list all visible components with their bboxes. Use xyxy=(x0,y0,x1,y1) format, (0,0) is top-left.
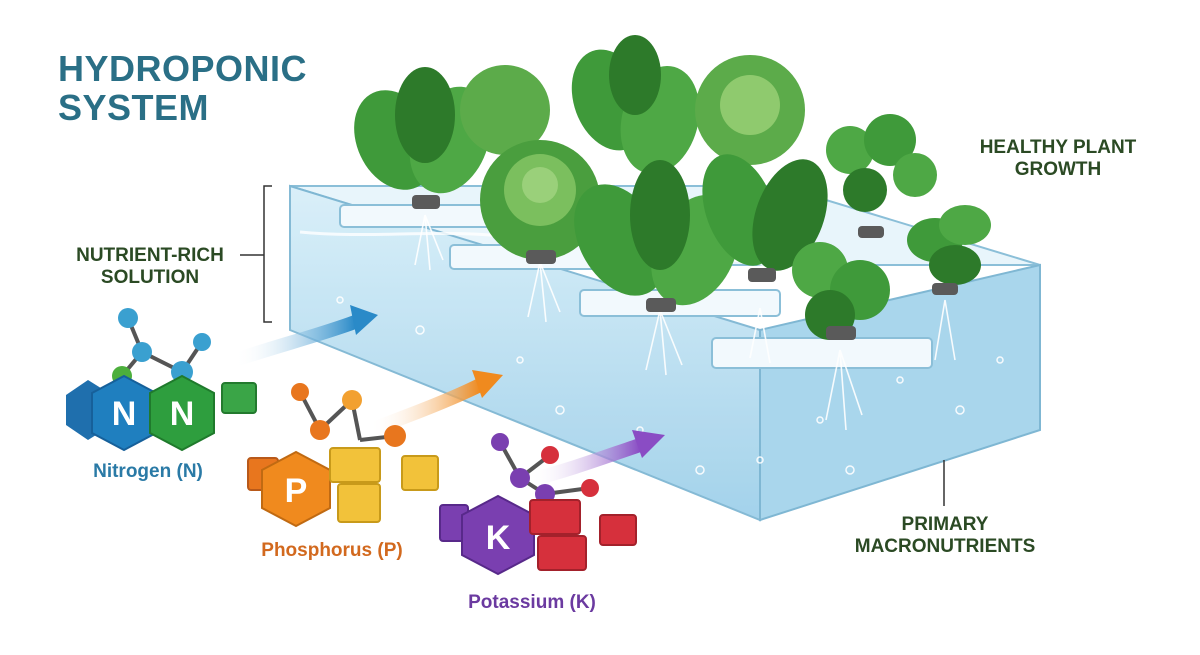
nitrogen-hex-2 xyxy=(149,374,215,452)
plant-herb-parsley xyxy=(826,114,937,238)
nutrient-line-1: NUTRIENT-RICH xyxy=(76,245,224,266)
title-line-2: SYSTEM xyxy=(58,86,210,128)
potassium-block-2 xyxy=(537,535,587,571)
title-line-1: HYDROPONIC xyxy=(58,48,308,89)
channel-4 xyxy=(711,337,933,369)
nitrogen-symbol-2: N xyxy=(170,395,195,433)
plant-roots xyxy=(414,214,956,431)
nutrient-solution-label: NUTRIENT-RICH SOLUTION xyxy=(60,245,240,289)
nutrient-bracket xyxy=(240,185,272,323)
healthy-line-2: GROWTH xyxy=(1014,158,1102,180)
healthy-growth-label: HEALTHY PLANT GROWTH xyxy=(968,137,1148,181)
potassium-arrow xyxy=(523,438,647,487)
diagram-title: HYDROPONIC SYSTEM xyxy=(58,48,308,128)
bubbles xyxy=(336,296,1004,475)
potassium-molecule: K xyxy=(439,433,637,576)
plant-herb-3 xyxy=(792,242,890,340)
potassium-symbol: K xyxy=(486,519,511,557)
nitrogen-molecule: N N xyxy=(66,308,257,452)
nutrient-line-2: SOLUTION xyxy=(100,266,200,288)
macronutrients-label: PRIMARY MACRONUTRIENTS xyxy=(830,514,1060,558)
plant-spinach-2 xyxy=(571,35,700,175)
nitrogen-symbol-1: N xyxy=(112,395,137,433)
macro-line-1: PRIMARY xyxy=(901,514,989,535)
phosphorus-block-3 xyxy=(401,455,439,491)
nitrogen-label: Nitrogen (N) xyxy=(93,461,203,482)
phosphorus-block-2 xyxy=(337,483,381,523)
phosphorus-block-1 xyxy=(329,447,381,483)
plant-lettuce-1 xyxy=(460,65,600,264)
phosphorus-label: Phosphorus (P) xyxy=(261,540,403,561)
potassium-label: Potassium (K) xyxy=(468,592,596,613)
plant-lettuce-2 xyxy=(695,55,805,165)
tank-side-face xyxy=(759,263,1041,522)
phosphorus-arrow xyxy=(363,378,487,437)
potassium-block-3 xyxy=(599,514,637,546)
potassium-block-1 xyxy=(529,499,581,535)
phosphorus-molecule: P xyxy=(247,383,439,528)
phosphorus-symbol: P xyxy=(285,472,308,510)
plant-spinach-4 xyxy=(702,154,828,282)
nutrient-arrows xyxy=(228,305,665,487)
healthy-line-1: HEALTHY PLANT xyxy=(979,137,1137,158)
plants xyxy=(354,35,991,340)
phosphorus-hex xyxy=(261,450,331,528)
nitrogen-block xyxy=(221,382,257,414)
plant-herb-basil xyxy=(907,205,991,295)
macro-line-2: MACRONUTRIENTS xyxy=(854,535,1036,557)
nitrogen-arrow xyxy=(228,315,362,367)
callout-lines xyxy=(240,185,945,506)
potassium-hex xyxy=(461,494,535,576)
